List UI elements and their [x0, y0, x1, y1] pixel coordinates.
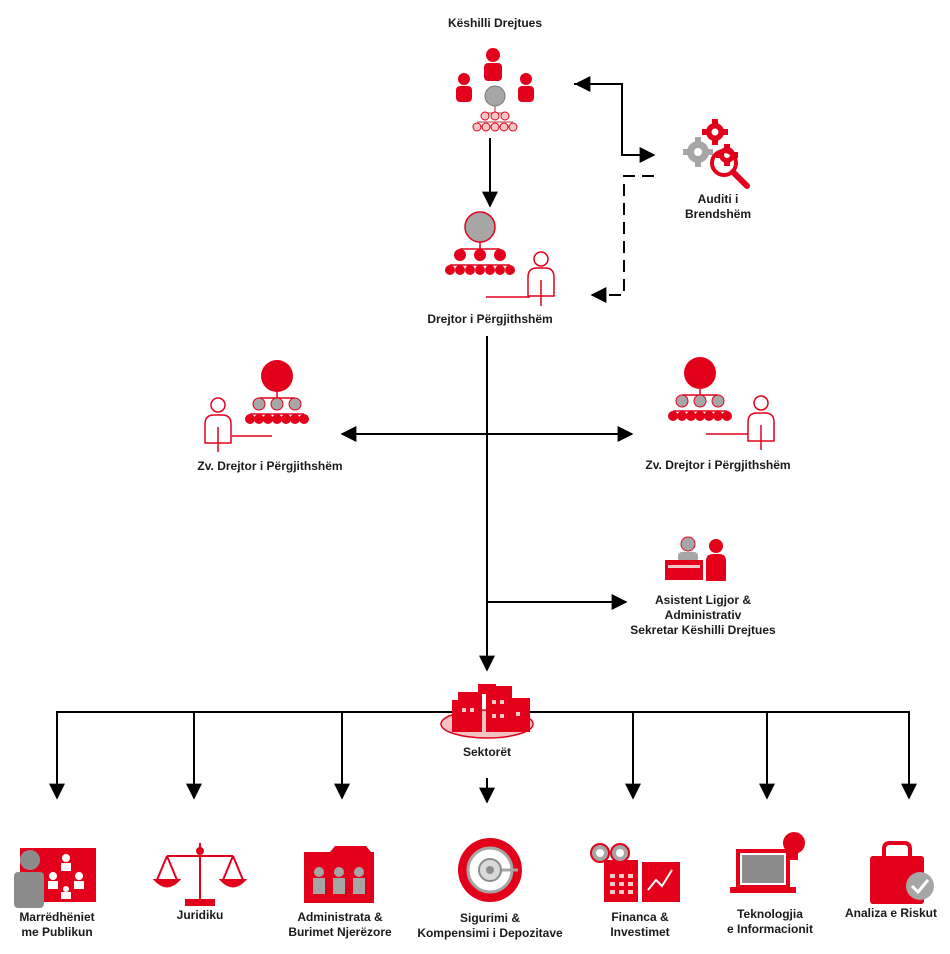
dept-2-line-1: Juridiku — [176, 908, 224, 922]
assistant-label: Asistent Ligjor & Administrativ Sekretar… — [608, 593, 798, 638]
deputy-right-hierarchy-icon — [668, 357, 775, 450]
board-label: Këshilli Drejtues — [447, 16, 543, 30]
deputy-right-label: Zv. Drejtor i Përgjithshëm — [645, 458, 791, 472]
dept-label-7: Analiza e Riskut — [836, 906, 946, 921]
dept-7-line-1: Analiza e Riskut — [844, 906, 938, 920]
audit-director-dashed-connector — [590, 175, 654, 303]
finance-binoculars-icon — [590, 843, 680, 902]
dept-label-5: Financa & Investimet — [585, 910, 695, 940]
dept-3-line-2: Burimet Njerëzore — [288, 925, 392, 939]
dept-4-line-2: Kompensimi i Depozitave — [417, 926, 563, 940]
assistant-label-line-1: Asistent Ligjor & — [654, 593, 751, 607]
public-relations-icon — [14, 848, 96, 908]
vault-icon — [458, 838, 522, 902]
laptop-bulb-icon — [730, 832, 805, 893]
desk-assistant-icon — [665, 536, 726, 581]
dept-3-line-1: Administrata & — [297, 910, 383, 924]
dept-6-line-2: e Informacionit — [726, 922, 813, 936]
audit-label-line-1: Auditi i — [697, 192, 739, 206]
assistant-label-line-2: Administrativ — [664, 608, 742, 622]
audit-label: Auditi i Brendshëm — [668, 192, 768, 222]
board-audit-connector — [574, 83, 656, 163]
dept-1-line-1: Marrëdhëniet — [19, 910, 95, 924]
board-hierarchy-icon — [456, 48, 534, 132]
dept-label-4: Sigurimi & Kompensimi i Depozitave — [410, 911, 570, 941]
deputy-left-hierarchy-icon — [204, 360, 309, 452]
dept-5-line-1: Financa & — [611, 910, 669, 924]
director-label: Drejtor i Përgjithshëm — [427, 312, 553, 326]
risk-bag-check-icon — [870, 841, 934, 904]
dept-6-line-1: Teknologjia — [737, 907, 803, 921]
dept-1-line-2: me Publikun — [21, 925, 93, 939]
director-hierarchy-icon — [445, 211, 555, 306]
scales-icon — [152, 843, 248, 906]
dept-4-line-1: Sigurimi & — [459, 911, 520, 925]
gears-magnifier-icon — [683, 119, 750, 189]
assistant-label-line-3: Sekretar Këshilli Drejtues — [630, 623, 776, 637]
dept-5-line-2: Investimet — [610, 925, 670, 939]
audit-label-line-2: Brendshëm — [684, 207, 752, 221]
connectors — [49, 76, 917, 804]
dept-label-1: Marrëdhëniet me Publikun — [0, 910, 114, 940]
dept-label-3: Administrata & Burimet Njerëzore — [270, 910, 410, 940]
dept-label-2: Juridiku — [150, 908, 250, 923]
hr-folder-icon — [304, 846, 374, 903]
dept-label-6: Teknologjia e Informacionit — [715, 907, 825, 937]
deputy-left-label: Zv. Drejtor i Përgjithshëm — [197, 459, 343, 473]
buildings-icon — [440, 684, 534, 739]
sectors-label: Sektorët — [462, 745, 512, 759]
